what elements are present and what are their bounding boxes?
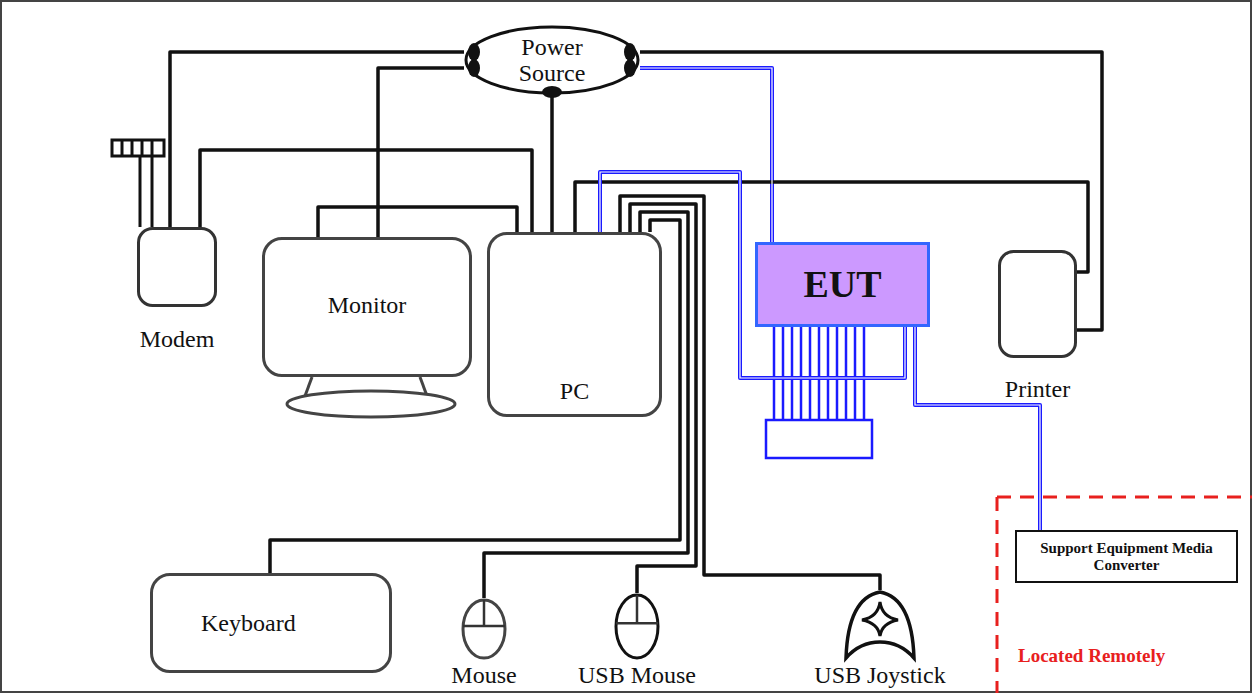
- node-label: EUT: [803, 264, 881, 306]
- node-label: Monitor: [328, 292, 407, 318]
- printer-box: Printer: [998, 250, 1077, 402]
- node-label: Support Equipment Media Converter: [1027, 540, 1227, 573]
- modem-box: Modem: [137, 227, 217, 352]
- keyboard-box: Keyboard: [150, 573, 392, 673]
- power-cable: [484, 212, 688, 598]
- power-cable: [170, 52, 464, 227]
- mouse-outline: [577, 593, 697, 660]
- remote-note: Located Remotely: [1018, 645, 1165, 667]
- power-cable: [318, 207, 517, 237]
- remote-boundary: [997, 497, 1252, 693]
- monitor-stand: [287, 377, 455, 417]
- signal-cable: [640, 68, 772, 242]
- eut-box: EUT: [755, 242, 930, 327]
- mouse-outline: [439, 598, 529, 660]
- power-cable: [550, 95, 554, 232]
- node-label: PC: [560, 378, 589, 404]
- power-source: Power Source: [464, 25, 640, 95]
- mouse-icon: Mouse: [439, 598, 529, 688]
- device-label: Printer: [1005, 376, 1070, 402]
- pc-box: PC: [487, 232, 662, 417]
- cable-stripe: [640, 68, 772, 242]
- device-label: USB Mouse: [578, 662, 696, 688]
- power-cable: [378, 68, 464, 237]
- device-label: Modem: [140, 326, 215, 352]
- device-outline: [998, 250, 1077, 358]
- monitor-box: Monitor: [262, 237, 472, 377]
- usb-mouse-icon: USB Mouse: [577, 593, 697, 688]
- media-converter-box: Support Equipment Media Converter: [1015, 530, 1238, 583]
- device-label: Mouse: [451, 662, 516, 688]
- node-label: Power Source: [497, 34, 607, 87]
- phone-jack: [112, 140, 164, 227]
- usb-joystick-icon: USB Joystick: [812, 590, 948, 688]
- device-outline: [137, 227, 217, 307]
- device-label: USB Joystick: [814, 662, 945, 688]
- power-cable: [200, 150, 532, 232]
- cable-bundle: [766, 327, 872, 458]
- node-label: Keyboard: [201, 610, 296, 636]
- joystick-outline: [812, 590, 948, 660]
